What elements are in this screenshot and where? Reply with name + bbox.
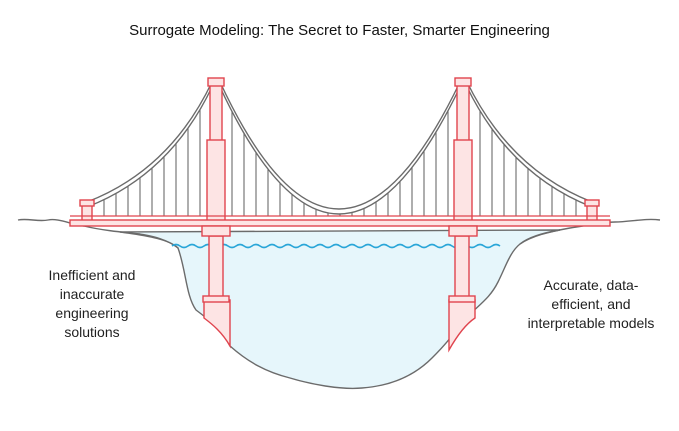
right-tower bbox=[453, 77, 473, 227]
left-pier-cap bbox=[202, 295, 230, 303]
right-caption-line: efficient, and bbox=[551, 296, 631, 312]
water-surface bbox=[171, 243, 501, 249]
left-caption-line: inaccurate bbox=[59, 286, 125, 302]
left-tower-deck-block bbox=[201, 225, 231, 237]
suspender-cables bbox=[103, 109, 577, 216]
water-gorge-illustration bbox=[119, 229, 561, 390]
right-tower-deck-block bbox=[448, 225, 478, 237]
main-cable bbox=[86, 81, 213, 203]
left-caption-line: solutions bbox=[64, 324, 120, 340]
left-caption: Inefficient and inaccurate engineering s… bbox=[22, 266, 162, 342]
right-caption: Accurate, data- efficient, and interpret… bbox=[506, 276, 676, 333]
left-caption-line: engineering bbox=[55, 305, 129, 321]
left-tower bbox=[206, 77, 226, 227]
main-cable bbox=[86, 86, 213, 208]
right-caption-line: Accurate, data- bbox=[543, 277, 639, 293]
main-cables bbox=[86, 81, 593, 215]
right-pier-footing bbox=[448, 299, 476, 353]
page-title: Surrogate Modeling: The Secret to Faster… bbox=[129, 22, 550, 39]
right-pier-cap bbox=[448, 295, 476, 303]
main-cable bbox=[466, 81, 593, 203]
main-cable bbox=[219, 81, 461, 210]
right-anchor bbox=[584, 199, 600, 223]
left-caption-line: Inefficient and bbox=[48, 267, 136, 283]
left-anchor bbox=[79, 199, 95, 223]
left-pier-footing bbox=[203, 299, 231, 349]
right-caption-line: interpretable models bbox=[527, 315, 655, 331]
main-cable bbox=[219, 86, 461, 215]
bridge-deck bbox=[69, 219, 611, 227]
right-pier-column bbox=[454, 235, 470, 301]
left-pier-column bbox=[208, 235, 224, 301]
main-cable bbox=[466, 86, 593, 208]
